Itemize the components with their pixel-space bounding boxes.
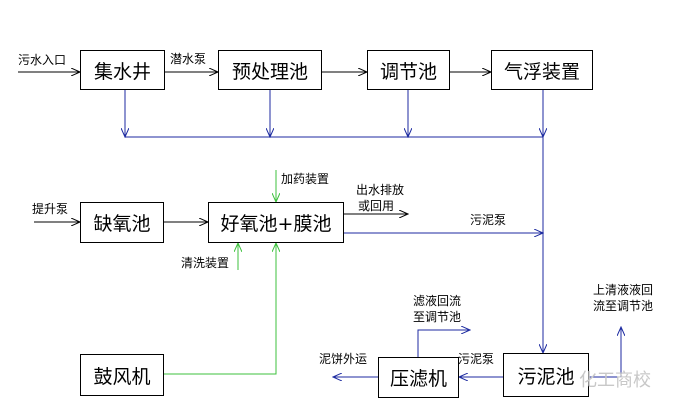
air-supply-line (164, 243, 276, 375)
effluent-label-line2: 或回用 (358, 199, 395, 213)
cleaning-device-label: 清洗装置 (181, 256, 230, 270)
lift-pump-label: 提升泵 (32, 202, 69, 216)
air-flotation-box: 气浮装置 (491, 50, 593, 90)
filter-press-box: 压滤机 (378, 357, 459, 398)
anoxic-tank-box: 缺氧池 (80, 202, 164, 243)
watermark: 化工商校 (579, 370, 651, 391)
aerobic-mbr-box: 好氧池+膜池 (208, 202, 344, 243)
filtrate-label-line1: 滤液回流 (413, 294, 462, 308)
sewage-inlet-label: 污水入口 (18, 53, 67, 67)
blower-box: 鼓风机 (80, 354, 164, 396)
effluent-label-line1: 出水排放 (356, 183, 405, 197)
filtrate-return-arrow (417, 330, 470, 357)
sludge-pump-bottom-label: 污泥泵 (458, 352, 495, 366)
sludge-pump-top-label: 污泥泵 (470, 213, 507, 227)
submersible-pump-label: 潜水泵 (170, 52, 207, 66)
collection-well-box: 集水井 (80, 50, 165, 90)
supernatant-label-line2: 流至调节池 (593, 299, 654, 313)
pretreatment-tank-box: 预处理池 (218, 50, 322, 90)
filtrate-label-line2: 至调节池 (413, 310, 462, 324)
cake-out-label: 泥饼外运 (319, 352, 368, 366)
dosing-device-label: 加药装置 (281, 172, 330, 186)
supernatant-label-line1: 上清液液回 (593, 283, 654, 297)
sludge-tank-box: 污泥池 (503, 353, 589, 397)
regulating-tank-box: 调节池 (367, 50, 450, 90)
supernatant-return-arrow (589, 327, 621, 378)
